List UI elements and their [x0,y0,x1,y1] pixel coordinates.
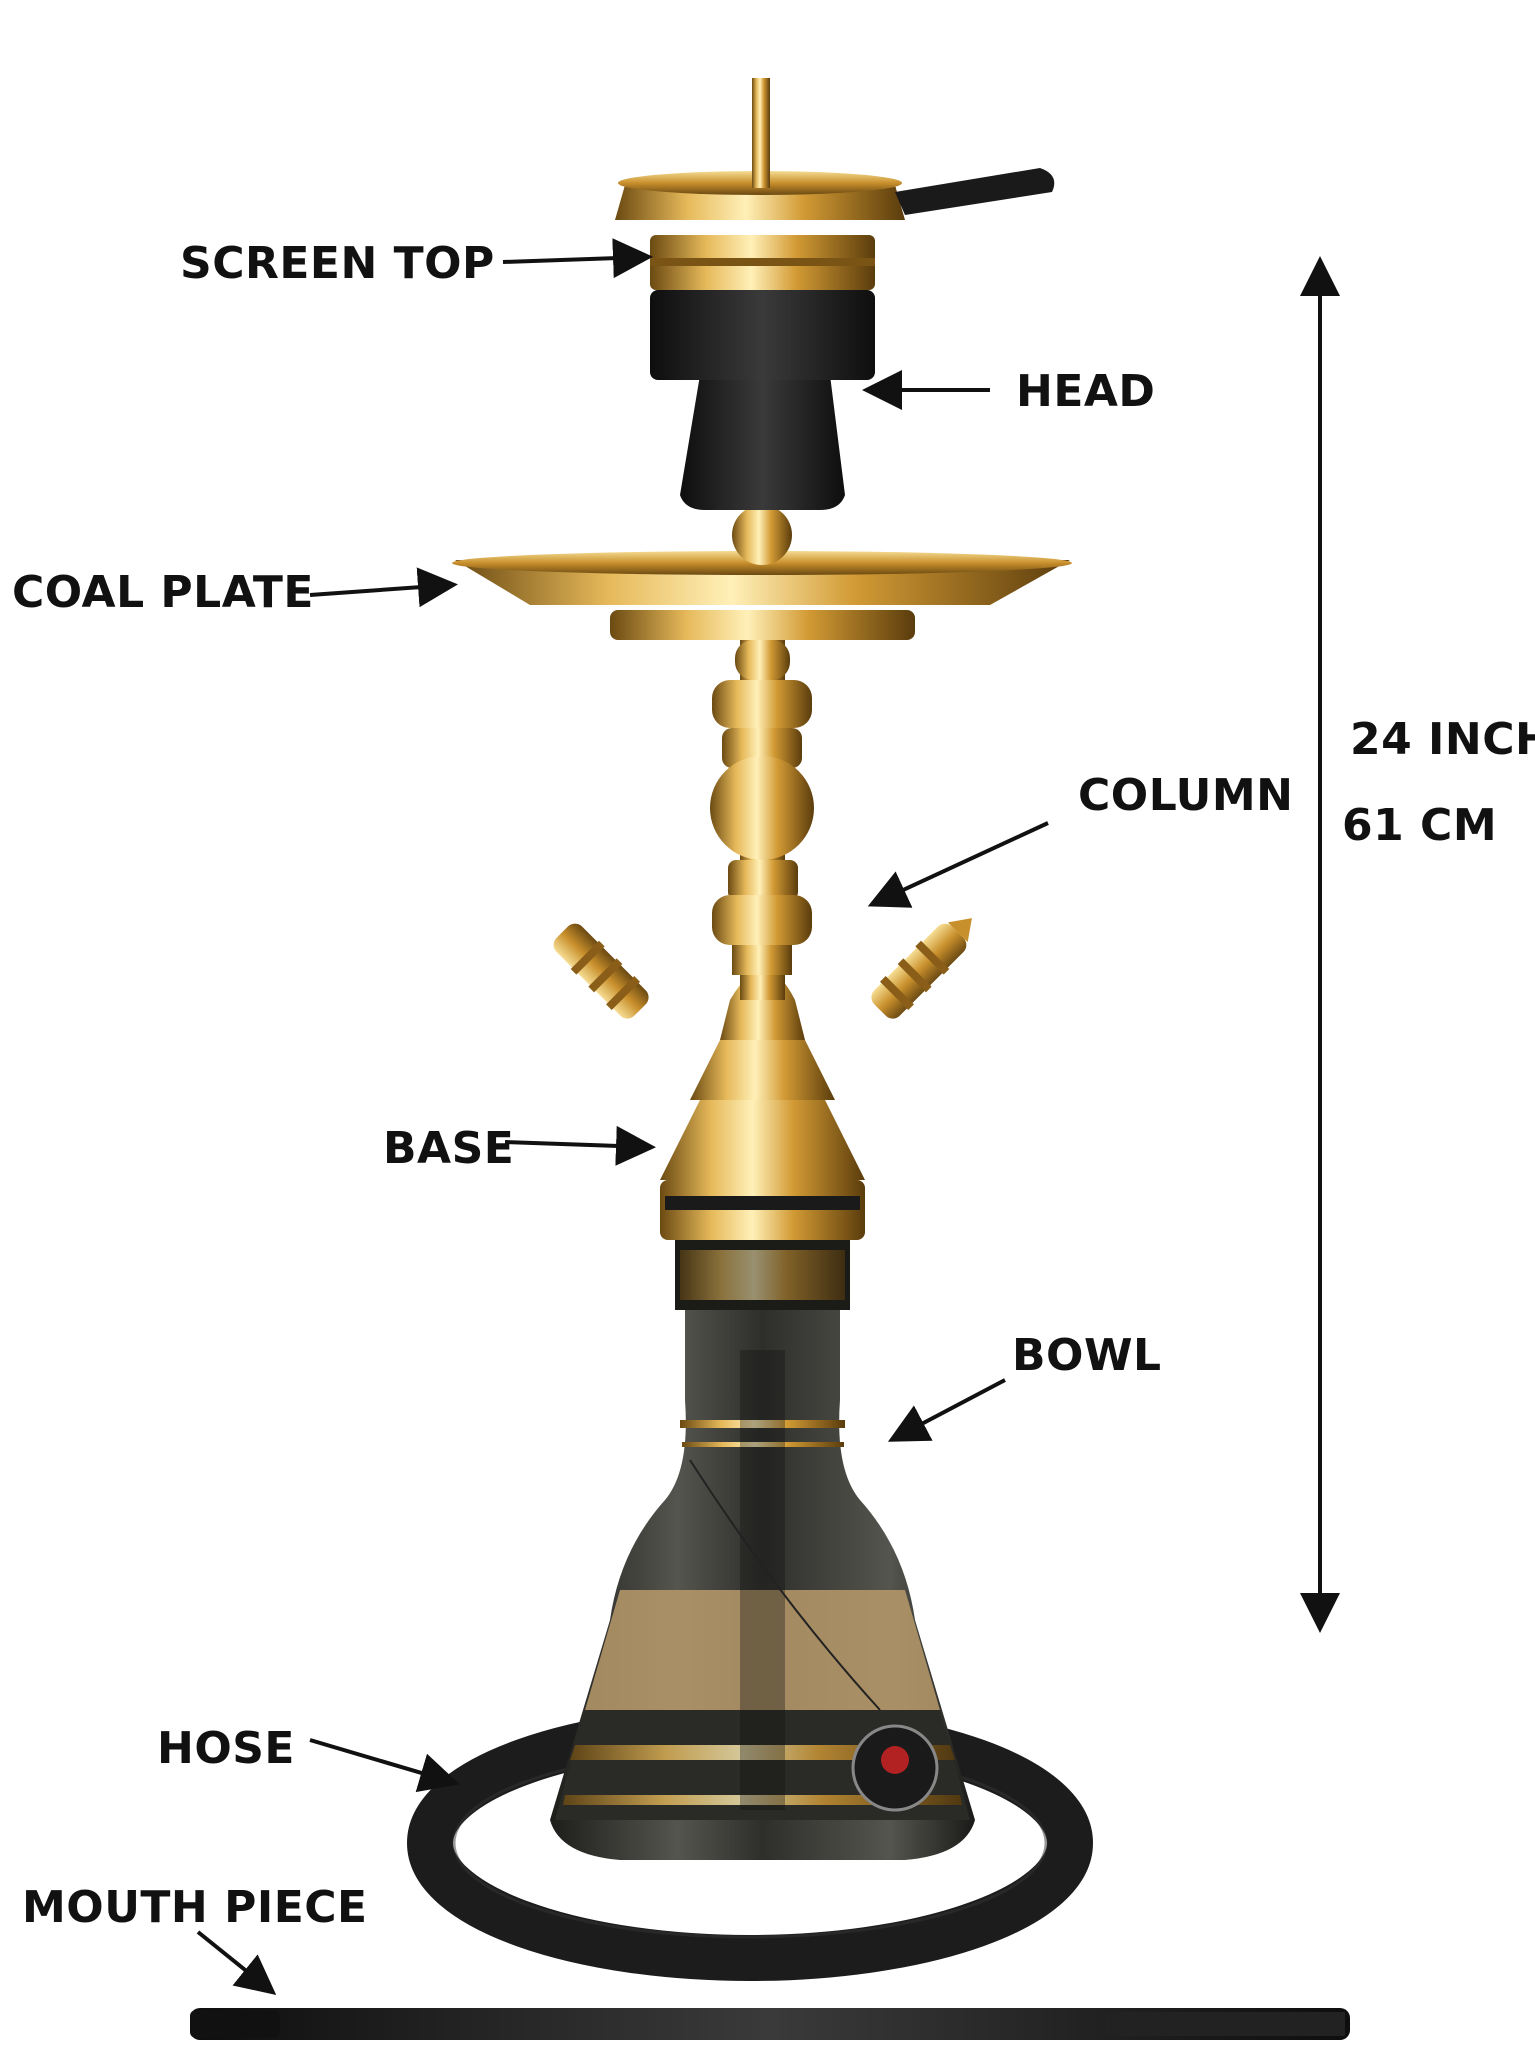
hose-ports [553,918,972,1019]
arrow-mouth-piece [196,1930,277,1996]
label-hose: HOSE [157,1723,295,1774]
dimension-cm: 61 CM [1342,800,1498,851]
label-head: HEAD [1016,366,1156,417]
label-screen-top: SCREEN TOP [180,238,495,289]
label-coal-plate: COAL PLATE [12,567,314,618]
column-stem [710,620,814,1000]
brand-tag [689,1459,939,1812]
label-base: BASE [383,1123,515,1174]
callout-arrows [196,238,1340,1996]
screen-top [615,78,1055,290]
arrow-bowl [887,1378,1006,1442]
coal-plate [452,505,1072,640]
arrow-base [504,1125,656,1166]
label-bowl: BOWL [1012,1330,1162,1381]
label-column: COLUMN [1078,770,1294,821]
mouthpiece-stick [190,2008,1350,2040]
arrow-screen-top [502,238,653,279]
arrow-column [867,821,1049,908]
dimension-inches: 24 INCH [1350,714,1535,765]
arrow-hose [309,1738,460,1793]
bowl-head [650,290,875,510]
arrow-coal-plate [309,567,458,608]
label-mouth-piece: MOUTH PIECE [22,1882,368,1933]
base-piece [660,970,865,1240]
